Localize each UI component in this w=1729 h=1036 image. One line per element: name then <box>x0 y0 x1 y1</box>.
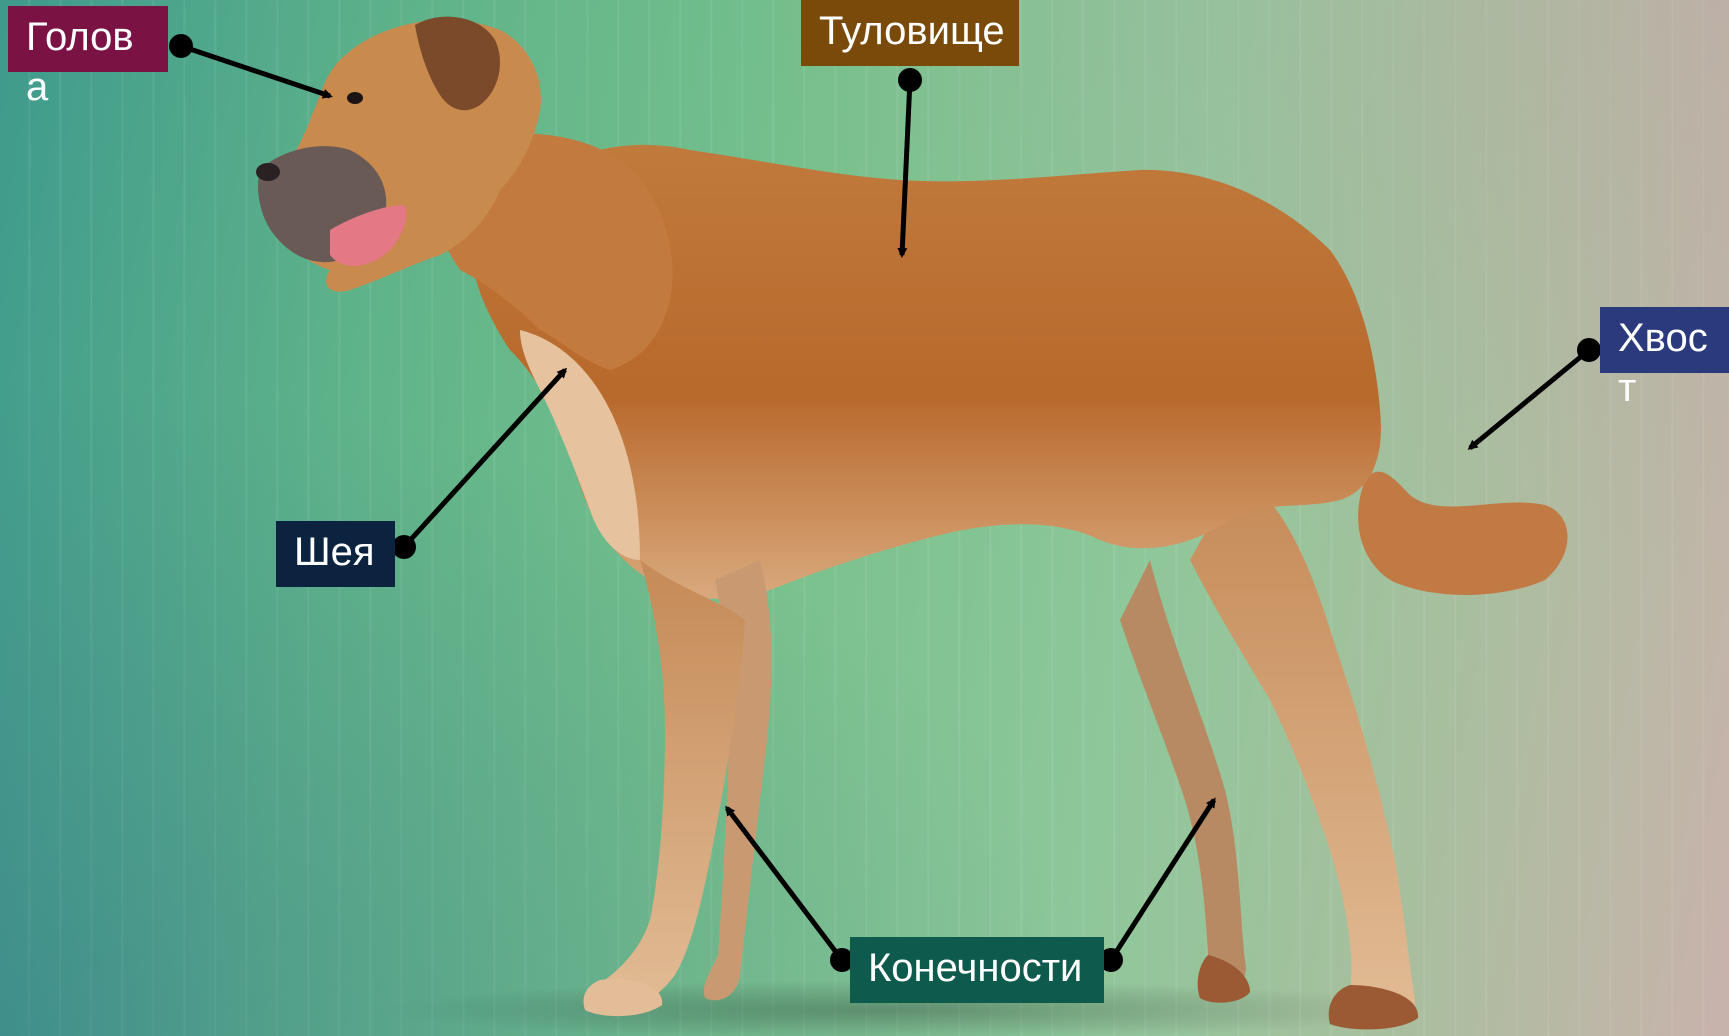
arrow-hind-limb <box>1111 800 1214 960</box>
dog-eye <box>347 92 363 104</box>
arrow-neck-dot <box>392 535 416 559</box>
arrow-head <box>181 46 330 96</box>
arrow-neck <box>404 370 565 547</box>
dog-nose <box>256 163 280 181</box>
label-head-text: Голова <box>26 12 154 112</box>
arrow-head-dot <box>169 34 193 58</box>
label-neck: Шея <box>276 521 395 593</box>
label-body: Туловище <box>801 0 1019 66</box>
dog-tail <box>1358 472 1567 595</box>
label-limbs-text: Конечности <box>868 943 1090 993</box>
arrow-tail <box>1470 350 1589 448</box>
label-tail: Хвост <box>1600 307 1729 379</box>
label-limbs: Конечности <box>850 937 1104 1009</box>
label-body-text: Туловище <box>819 6 1005 56</box>
arrow-body-dot <box>898 68 922 92</box>
arrow-tail-dot <box>1577 338 1601 362</box>
label-tail-text: Хвост <box>1618 313 1715 413</box>
label-head: Голова <box>8 6 168 78</box>
label-neck-text: Шея <box>294 527 381 577</box>
